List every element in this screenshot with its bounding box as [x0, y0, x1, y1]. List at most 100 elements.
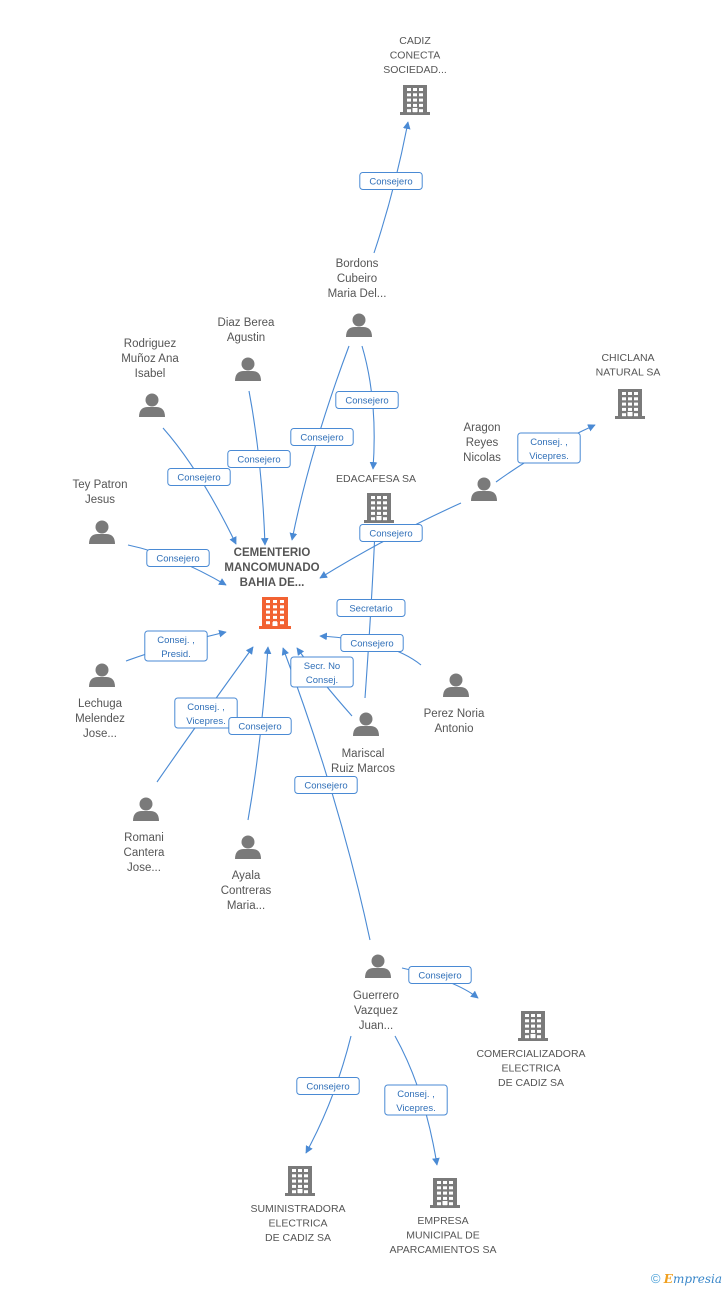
node-label-line: APARCAMIENTOS SA [390, 1244, 497, 1256]
node-cadiz-conecta[interactable]: CADIZCONECTASOCIEDAD... [383, 35, 447, 115]
edge-label-box [408, 966, 472, 984]
edge-label-text: Consejero [177, 473, 220, 484]
edge-label[interactable]: Consej. , Vicepres. [174, 697, 238, 729]
node-label-line: EDACAFESA SA [336, 473, 416, 485]
edge-label-text: Consej. , [187, 702, 225, 713]
node-label-line: Vazquez [354, 1005, 398, 1017]
building-icon [364, 493, 394, 523]
node-label-line: DE CADIZ SA [498, 1077, 564, 1089]
node-label-line: Tey Patron [73, 479, 128, 491]
node-lechuga[interactable]: LechugaMelendezJose... [75, 663, 125, 741]
node-romani[interactable]: RomaniCanteraJose... [124, 797, 166, 875]
person-icon [89, 520, 115, 544]
edge-label[interactable]: Consejero [359, 524, 423, 542]
edge-label-text: Consej. [306, 675, 338, 686]
edge-label-box [294, 776, 358, 794]
edge-label-text: Secr. No [304, 661, 340, 672]
node-label-line: Antonio [434, 723, 473, 735]
node-label-line: MANCOMUNADO [224, 562, 319, 574]
edge-label-box [146, 549, 210, 567]
person-icon [235, 357, 261, 381]
edge-label-text: Consej. , [157, 635, 195, 646]
node-label-line: COMERCIALIZADORA [476, 1048, 585, 1060]
node-label-line: Jesus [85, 494, 115, 506]
node-ayala[interactable]: AyalaContrerasMaria... [221, 835, 272, 913]
edge-label[interactable]: Consej. ,Vicepres. [517, 432, 581, 464]
edge-label-text: Consejero [237, 455, 280, 466]
node-label-line: CONECTA [390, 50, 441, 62]
edge-label-box [144, 630, 208, 662]
edge-label[interactable]: Consejero [296, 1077, 360, 1095]
node-guerrero[interactable]: GuerreroVazquezJuan... [353, 954, 399, 1033]
edge-label[interactable]: Consej. ,Vicepres. [384, 1084, 448, 1116]
person-icon [235, 835, 261, 859]
person-icon [471, 477, 497, 501]
node-label-line: Agustin [227, 332, 265, 344]
edge-label-box [359, 524, 423, 542]
edge-label-text: Consejero [350, 639, 393, 650]
edge-labels-layer: ConsejeroConsejeroConsejeroConsejeroCons… [144, 172, 581, 1116]
edge-label[interactable]: Secr. No Consej. [290, 656, 354, 688]
node-label-line: Isabel [135, 368, 166, 380]
node-label-line: Juan... [359, 1020, 394, 1032]
edge-label-box [384, 1084, 448, 1116]
edge-label-text: Consejero [345, 396, 388, 407]
nodes-layer: CADIZCONECTASOCIEDAD...BordonsCubeiroMar… [73, 35, 661, 1256]
edge-label-text: Vicepres. [186, 716, 225, 727]
edge-label-text: Consejero [369, 177, 412, 188]
copyright-symbol: © [650, 1271, 661, 1286]
person-icon [353, 712, 379, 736]
node-edacafesa[interactable]: EDACAFESA SA [336, 473, 416, 523]
footer-brand[interactable]: © Empresia [651, 1271, 722, 1286]
edge-label[interactable]: Consejero [227, 450, 291, 468]
edge-ayala-to-cementerio [247, 646, 272, 821]
edge-label[interactable]: Secretario [336, 599, 406, 617]
node-label-line: MUNICIPAL DE [406, 1230, 480, 1242]
node-label-line: Romani [124, 832, 164, 844]
edge-label[interactable]: Consejero [335, 391, 399, 409]
person-icon [365, 954, 391, 978]
edge-label[interactable]: Consejero [167, 468, 231, 486]
person-icon [133, 797, 159, 821]
node-label-line: Maria... [227, 900, 265, 912]
edge-bordons-to-cementerio [289, 345, 350, 541]
node-label-line: Jose... [127, 862, 161, 874]
edge-label-box [517, 432, 581, 464]
edge-label[interactable]: Consejero [294, 776, 358, 794]
node-label-line: Cubeiro [337, 273, 377, 285]
building-icon [430, 1178, 460, 1208]
node-label-line: BAHIA DE... [240, 577, 305, 589]
edge-label-text: Consej. , [530, 437, 568, 448]
person-icon [139, 393, 165, 417]
node-label-line: Bordons [336, 258, 379, 270]
brand-logo: Empresia [663, 1272, 722, 1286]
building-icon [400, 85, 430, 115]
edge-label-box [359, 172, 423, 190]
edge-label[interactable]: Consej. ,Presid. [144, 630, 208, 662]
node-label-line: Muñoz Ana [121, 353, 179, 365]
node-label-line: Mariscal [342, 748, 385, 760]
edge-label[interactable]: Consejero [290, 428, 354, 446]
edge-label-text: Secretario [349, 604, 392, 615]
edge-label-box [167, 468, 231, 486]
node-label-line: Ruiz Marcos [331, 763, 395, 775]
node-label-line: Ayala [232, 870, 261, 882]
edge-label[interactable]: Consejero [340, 634, 404, 652]
edge-label[interactable]: Consejero [359, 172, 423, 190]
edge-label[interactable]: Consejero [408, 966, 472, 984]
edge-label[interactable]: Consejero [146, 549, 210, 567]
edge-label[interactable]: Consejero [228, 717, 292, 735]
node-label-line: CADIZ [399, 35, 431, 47]
